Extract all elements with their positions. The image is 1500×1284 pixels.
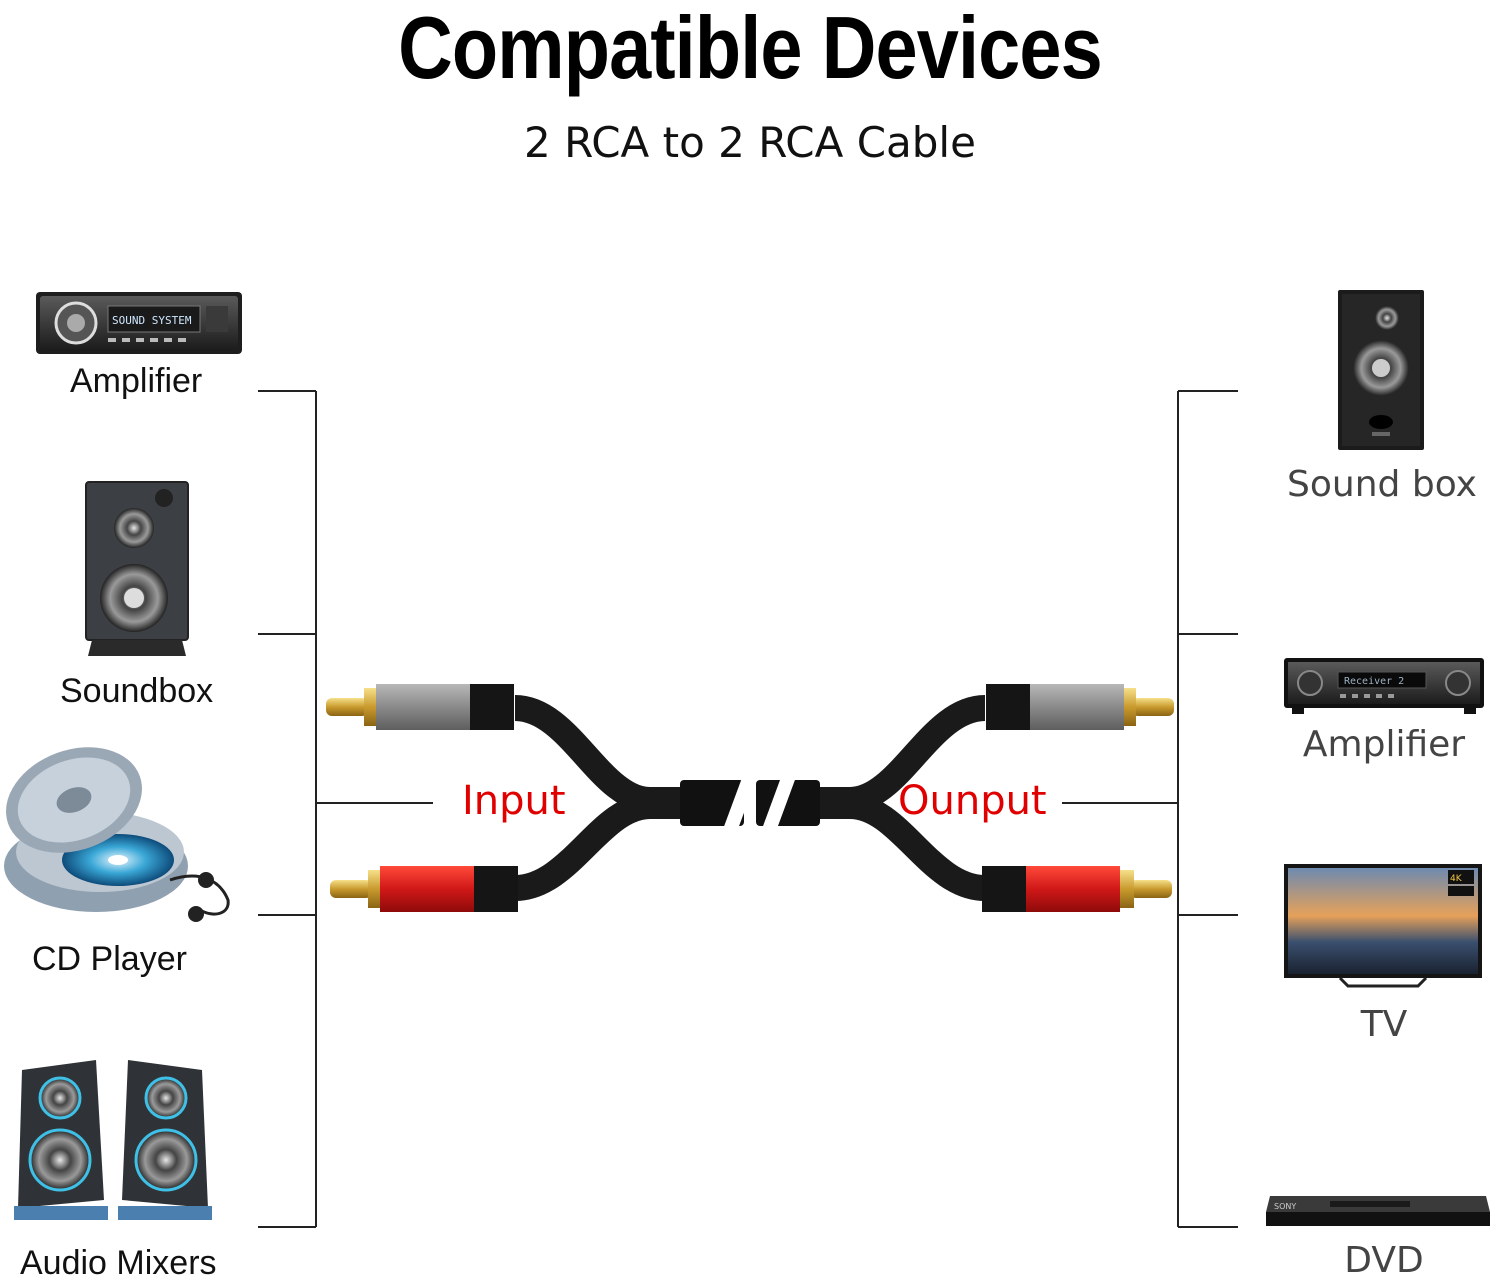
dvd-player-icon: SONY: [1266, 1196, 1490, 1226]
speaker-icon: [85, 481, 189, 656]
right-label-sound-box: Sound box: [1287, 464, 1477, 505]
output-label: Ounput: [898, 778, 1047, 824]
svg-text:Receiver 2: Receiver 2: [1344, 676, 1404, 687]
input-label: Input: [462, 778, 566, 824]
right-label-dvd: DVD: [1344, 1240, 1424, 1281]
cd-player-icon: [4, 747, 230, 922]
right-bracket: [1062, 390, 1238, 1228]
speakers-pair-icon: [14, 1060, 212, 1220]
tv-icon: 4K: [1284, 864, 1482, 988]
left-label-audio-mixers: Audio Mixers: [20, 1244, 217, 1282]
left-bracket: [258, 390, 433, 1228]
svg-text:4K: 4K: [1450, 874, 1463, 884]
page-title: Compatible Devices: [398, 0, 1103, 97]
page-subtitle: 2 RCA to 2 RCA Cable: [524, 118, 976, 167]
svg-text:SOUND SYSTEM: SOUND SYSTEM: [112, 314, 192, 327]
car-stereo-icon: SOUND SYSTEM: [36, 292, 242, 354]
av-receiver-icon: Receiver 2: [1284, 658, 1484, 714]
left-label-cd-player: CD Player: [32, 940, 187, 978]
right-label-tv: TV: [1360, 1004, 1408, 1045]
left-label-soundbox: Soundbox: [60, 672, 214, 710]
right-label-amplifier: Amplifier: [1302, 724, 1466, 765]
svg-text:SONY: SONY: [1274, 1202, 1296, 1211]
left-label-amplifier: Amplifier: [70, 362, 203, 400]
rca-cable: [326, 684, 1174, 912]
bookshelf-speaker-icon: [1338, 290, 1424, 450]
